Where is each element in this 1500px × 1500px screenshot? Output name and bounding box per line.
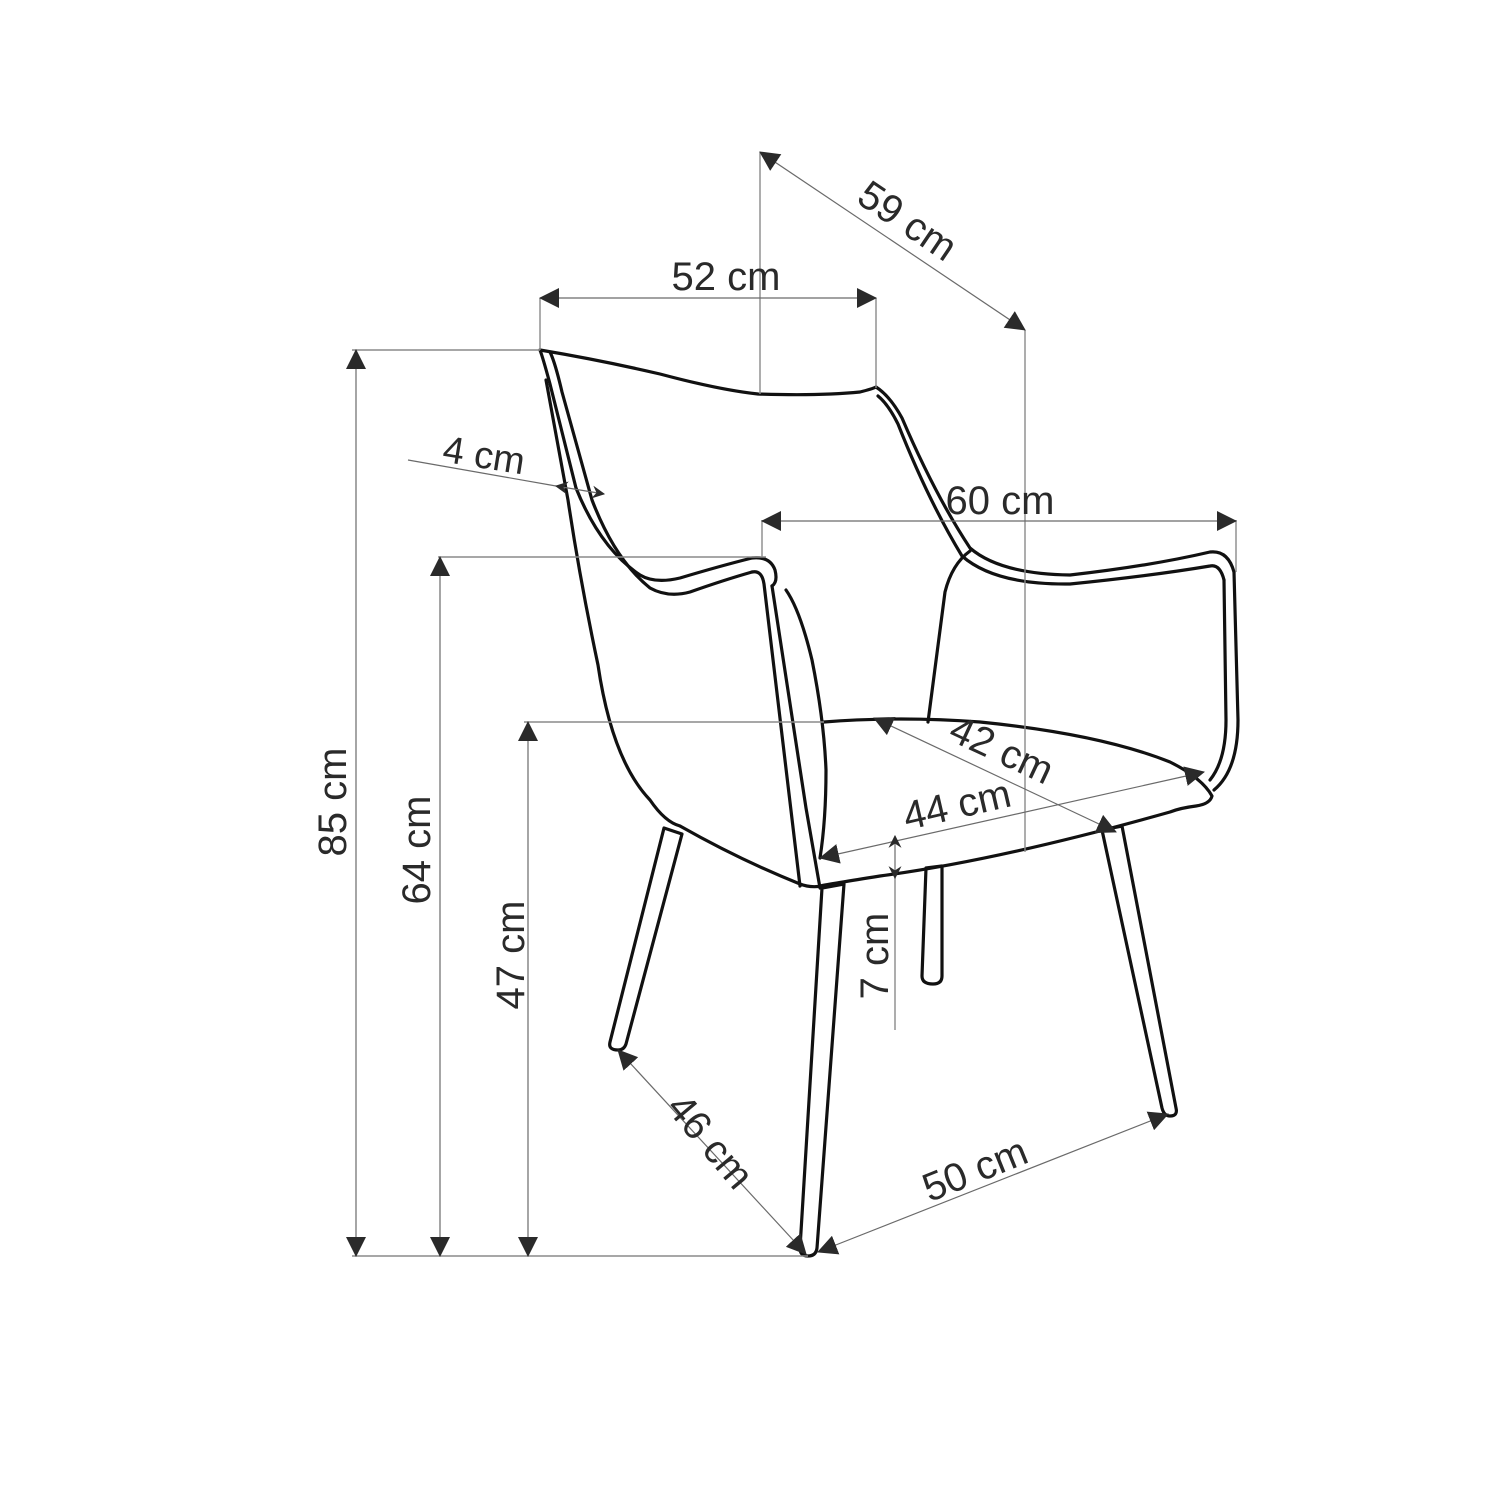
- dimension-backrest-width: 52 cm: [539, 255, 877, 308]
- chair-leg-rear-left: [608, 826, 684, 1052]
- chair-drawing: [538, 348, 1240, 1258]
- dimension-seat-height: 47 cm: [489, 721, 538, 1257]
- label-leg-base-depth: 46 cm: [658, 1086, 762, 1198]
- label-seat-height: 47 cm: [489, 901, 533, 1010]
- label-total-height: 85 cm: [311, 748, 355, 857]
- chair-armrest-right: [1208, 570, 1240, 792]
- chair-backrest: [538, 348, 1236, 828]
- label-backrest-thickness: 4 cm: [440, 429, 528, 483]
- label-seat-thickness: 7 cm: [853, 913, 897, 1000]
- dimension-overall-width: 60 cm: [761, 479, 1237, 531]
- dimension-armrest-height: 64 cm: [395, 556, 450, 1257]
- dimension-leg-base-width: 50 cm: [817, 1111, 1169, 1255]
- chair-leg-front-left: [798, 882, 846, 1258]
- dimension-total-height: 85 cm: [311, 349, 366, 1257]
- chair-side-panel-right: [926, 549, 972, 724]
- chair-armrest-left: [750, 556, 828, 890]
- label-armrest-height: 64 cm: [395, 796, 439, 905]
- label-overall-depth: 59 cm: [850, 173, 965, 270]
- extension-lines: [352, 152, 1237, 1257]
- label-leg-base-width: 50 cm: [916, 1129, 1033, 1211]
- chair-leg-rear-right: [920, 864, 944, 986]
- label-seat-width: 44 cm: [899, 772, 1015, 839]
- dimension-leg-base-depth: 46 cm: [617, 1049, 807, 1255]
- dimension-seat-thickness: 7 cm: [853, 834, 902, 1000]
- label-backrest-width: 52 cm: [672, 255, 781, 299]
- dimension-seat-width: 44 cm: [819, 766, 1205, 864]
- label-overall-width: 60 cm: [946, 479, 1055, 523]
- chair-leg-front-right: [1100, 824, 1178, 1118]
- dimension-overall-depth: 59 cm: [759, 151, 1026, 331]
